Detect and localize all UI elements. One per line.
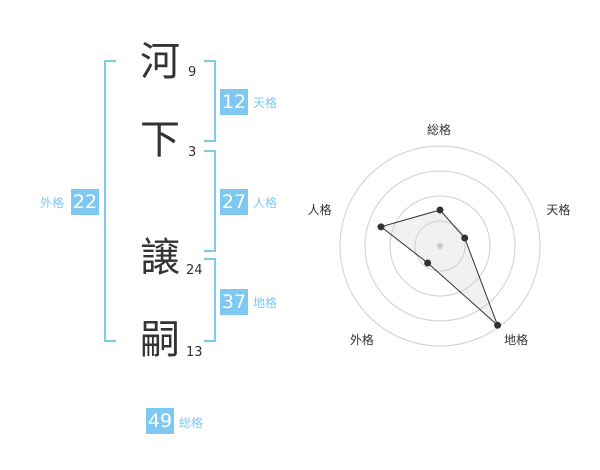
stroke-count-1: 9 bbox=[188, 65, 197, 80]
gaikaku-value: 22 bbox=[71, 189, 99, 215]
radar-axis-label-tenkaku: 天格 bbox=[546, 203, 571, 218]
radar-axis-label-jinkaku: 人格 bbox=[307, 203, 332, 218]
radar-svg bbox=[339, 145, 541, 347]
name-char-1: 河 bbox=[140, 39, 180, 85]
stroke-count-2: 3 bbox=[188, 145, 197, 160]
tenkaku-bracket bbox=[204, 60, 216, 142]
tenkaku-value: 12 bbox=[220, 89, 248, 115]
chikaku-value: 37 bbox=[220, 289, 248, 315]
radar-axis-label-soukaku: 総格 bbox=[427, 123, 452, 137]
chikaku-bracket bbox=[204, 258, 216, 342]
radar-chart: 総格 天格 地格 外格 人格 bbox=[300, 100, 600, 390]
radar-series-polygon bbox=[379, 209, 499, 326]
radar-ring bbox=[414, 220, 466, 272]
name-char-4: 嗣 bbox=[140, 317, 180, 363]
radar-axis-label-chikaku: 地格 bbox=[504, 332, 529, 347]
stroke-count-3: 24 bbox=[186, 263, 203, 278]
radar-point-3 bbox=[424, 259, 432, 267]
gaikaku-bracket bbox=[104, 60, 116, 342]
radar-axis-label-gaikaku: 外格 bbox=[349, 332, 374, 347]
radar-point-0 bbox=[436, 206, 444, 214]
name-char-2: 下 bbox=[140, 117, 180, 163]
soukaku-label: 総格 bbox=[179, 416, 204, 430]
radar-point-4 bbox=[377, 223, 385, 231]
jinkaku-bracket bbox=[204, 150, 216, 252]
radar-point-1 bbox=[461, 234, 469, 242]
stroke-count-4: 13 bbox=[186, 345, 203, 360]
tenkaku-label: 天格 bbox=[253, 96, 278, 110]
jinkaku-label: 人格 bbox=[253, 196, 278, 210]
jinkaku-value: 27 bbox=[220, 189, 248, 215]
radar-center-dot bbox=[437, 243, 443, 249]
gaikaku-label: 外格 bbox=[40, 196, 65, 210]
radar-ring bbox=[389, 195, 491, 297]
radar-ring bbox=[339, 145, 541, 347]
name-char-3: 譲 bbox=[140, 235, 180, 281]
radar-ring bbox=[364, 170, 516, 322]
chikaku-label: 地格 bbox=[253, 296, 278, 310]
soukaku-value: 49 bbox=[146, 408, 174, 434]
radar-point-2 bbox=[494, 321, 502, 329]
